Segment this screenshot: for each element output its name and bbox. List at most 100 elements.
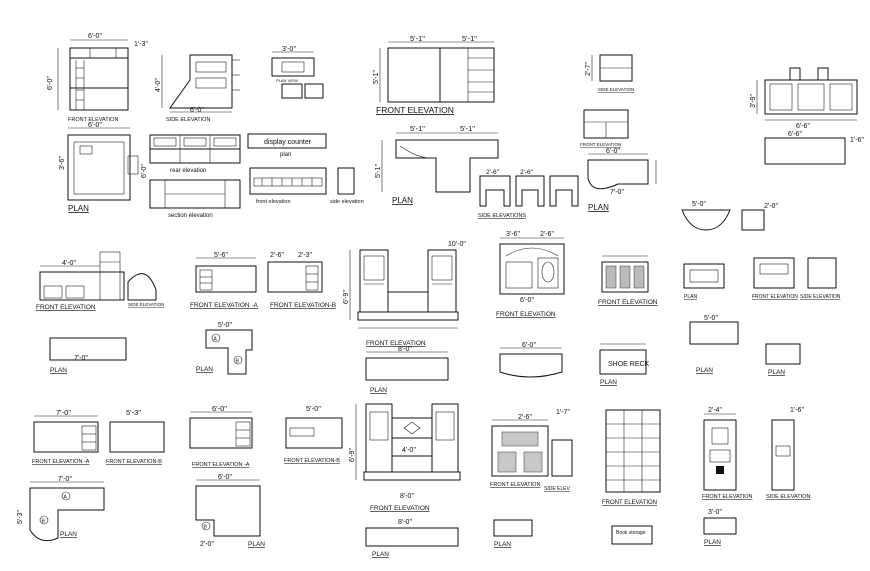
dim-plan-width: 6'-0"	[88, 122, 102, 129]
tv-unit-front: 6'-9" 4'-0" 8'-0" FRONT ELEVATION	[349, 403, 461, 512]
dim-table-top: 5'-0"	[692, 201, 706, 208]
vanity-elevation-row1: 3'-9" 6'-6" 6'-6" 1'-6"	[750, 67, 864, 165]
dim-tv-w: 8'-0"	[400, 493, 414, 500]
title-wb-front: FRONT ELEVATION	[702, 494, 752, 500]
title-r2b-a: PLAN	[370, 387, 387, 394]
dim-van-bottom: 6'-0"	[520, 297, 534, 304]
label-display-plan: plan	[280, 152, 291, 158]
dim-kc: 2'-6"	[518, 414, 532, 421]
dim-wardrobe-right: 5'-1"	[462, 34, 477, 43]
title-kc-front: FRONT ELEVATION	[490, 482, 540, 488]
label-shoe-rack: SHOE RECK	[608, 361, 650, 368]
title-counter-rear: rear elevation	[170, 168, 206, 174]
label-display-counter: display counter	[264, 139, 312, 146]
dim-side-a: 2'-6"	[486, 169, 500, 176]
dim-rdp-b: 2'-0"	[200, 541, 214, 548]
title-rdp: PLAN	[248, 541, 265, 548]
title-ct-side: SIDE ELEVATION	[128, 302, 164, 307]
display-counter: display counter plan front elevation sid…	[247, 133, 364, 205]
title-desk-plan: PLAN	[392, 196, 413, 205]
dim-bed-depth: 1'-3"	[134, 41, 148, 48]
title-computer-front: FRONT ELEVATION	[580, 142, 621, 147]
dim-chair-top: 2'-0"	[764, 203, 778, 210]
dim-side-width: 6'-0"	[190, 107, 204, 114]
dim-ldesk-top: 5'-0"	[218, 322, 232, 329]
dim-tv-mid: 4'-0"	[402, 447, 416, 454]
dresser-front-elevation: FRONT ELEVATION	[598, 255, 658, 306]
side-elevations: 2'-6" 2'-6" SIDE ELEVATIONS	[478, 169, 579, 219]
title-counter-section: section elevation	[168, 213, 213, 219]
title-otb: FRONT ELEVATION-B	[106, 459, 162, 465]
title-r2b-d: PLAN	[768, 369, 785, 376]
dim-vanity-height: 3'-9"	[750, 94, 757, 108]
title-side-elevations: SIDE ELEVATIONS	[478, 213, 526, 219]
counter-rear-elevation: rear elevation section elevation	[149, 134, 241, 219]
title-otp: PLAN	[60, 531, 77, 538]
marker-b-otp: B	[42, 519, 46, 525]
reception-desk-plan: B 6'-0" 2'-0" PLAN	[195, 474, 265, 548]
dim-curved-bottom: 7'-0"	[610, 189, 624, 196]
dim-side-b: 2'-6"	[520, 169, 534, 176]
tv-unit-plan: 8'-0" PLAN	[365, 519, 459, 558]
dim-rdb: 5'-0"	[306, 404, 321, 413]
dim-otp: 7'-0"	[58, 476, 72, 483]
dim-tvp: 8'-0"	[398, 519, 412, 526]
dim-tv-h: 6'-9"	[349, 448, 356, 462]
tall-cabinet-front: 6'-9" 10'-0" FRONT ELEVATION	[343, 241, 466, 347]
dim-rda: 6'-0"	[212, 404, 227, 413]
dim-lfe-b2: 2'-3"	[298, 252, 312, 259]
curved-desk-plan: 6'-0" 7'-0" PLAN	[587, 148, 657, 212]
dim-ct-width: 4'-0"	[62, 260, 76, 267]
dim-ctp: 7'-0"	[74, 355, 88, 362]
dim-wb-side: 1'-6"	[790, 407, 804, 414]
computer-table-front: 4'-0" FRONT ELEVATION SIDE ELEVATION	[36, 251, 164, 311]
title-plan-view: PLAN VIEW	[276, 78, 298, 83]
title-r2b-c: PLAN	[696, 367, 713, 374]
dim-ota: 7'-0"	[56, 408, 71, 417]
dim-bed-width: 6'-0"	[88, 33, 102, 40]
title-kc-side: SIDE ELEV	[544, 486, 571, 492]
title-van-front: FRONT ELEVATION	[496, 311, 556, 318]
dim-cab-height: 6'-9"	[343, 290, 350, 304]
title-kc-plan: PLAN	[494, 541, 511, 548]
title-curved-plan: PLAN	[588, 203, 609, 212]
dim-vanity-width: 6'-6"	[796, 123, 810, 130]
title-ota: FRONT ELEVATION -A	[32, 459, 90, 465]
dim-plan-right: 6'-0"	[141, 164, 148, 178]
dim-lfe-a: 5'-6"	[214, 252, 228, 259]
dim-curved-top: 6'-0"	[606, 148, 620, 155]
dim-van-b: 2'-6"	[540, 231, 554, 238]
title-wb-plan: PLAN	[704, 539, 721, 546]
title-rda: FRONT ELEVATION -A	[192, 462, 250, 468]
label-book-storage: Book storage	[616, 530, 646, 536]
office-desk-plan: 5'-1" 5'-1" 5'-1" PLAN	[375, 124, 499, 205]
title-ldesk-plan: PLAN	[196, 366, 213, 373]
dim-r2b-a: 8'-0"	[398, 346, 412, 353]
dim-kc-side: 1'-7"	[556, 409, 570, 416]
dim-vanity-depth: 1'-6"	[850, 137, 864, 144]
dim-otb: 5'-3"	[126, 408, 141, 417]
title-ctp: PLAN	[50, 367, 67, 374]
dim-otp-h: 5'-3"	[17, 510, 24, 524]
wardrobe-front-elevation: 5'-1" 5'-1" 5'-1" FRONT ELEVATION	[373, 34, 495, 115]
marker-a-otp: A	[64, 495, 68, 501]
dim-desk-depth: 5'-1"	[375, 164, 382, 178]
vanity-front-elevation: 3'-6" 2'-6" 6'-0" FRONT ELEVATION	[496, 231, 565, 318]
title-lfe-ab: FRONT ELEVATION -A	[190, 302, 259, 309]
title-book-front: FRONT ELEVATION	[602, 500, 657, 506]
dim-desk-left: 5'-1"	[410, 124, 425, 133]
bookshelf-front: FRONT ELEVATION Book storage	[602, 409, 661, 545]
title-dresser: FRONT ELEVATION	[598, 299, 658, 306]
title-wb-side: SIDE ELEVATION	[766, 494, 810, 500]
dim-lfe-b1: 2'-6"	[270, 252, 284, 259]
dim-plan-depth: 3'-6"	[59, 156, 66, 170]
title-lfe-b: FRONT ELEVATION-B	[270, 302, 336, 309]
label-display-side: side elevation	[330, 199, 364, 205]
title-rdb: FRONT ELEVATION-B	[284, 458, 340, 464]
computer-desk-elevations: 2'-7" SIDE ELEVATION FRONT ELEVATION	[580, 54, 634, 147]
office-table-elevations-a: 7'-0" 5'-3" FRONT ELEVATION -A FRONT ELE…	[32, 408, 165, 465]
title-r2-plan: PLAN	[684, 294, 697, 300]
dim-bed-height: 6'-0"	[47, 76, 54, 90]
l-desk-plan: A B 5'-0" PLAN	[196, 322, 253, 375]
